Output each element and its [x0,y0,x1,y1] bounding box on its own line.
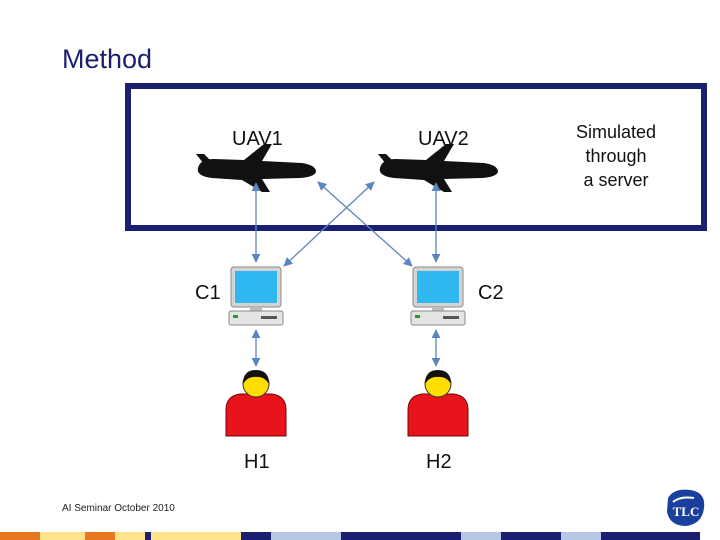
server-frame [125,83,707,231]
uav2-c1-link [283,181,375,267]
h2-person-icon [407,369,469,437]
server-note-line1: Simulated [575,122,657,142]
footer-text: AI Seminar October 2010 [62,503,175,514]
svg-text:TLC: TLC [673,504,700,519]
uav2-label: UAV2 [418,128,469,150]
h2-label: H2 [426,451,452,473]
server-note-line2: through [585,146,647,166]
uav1-label: UAV1 [232,128,283,150]
h1-person-icon [225,369,287,437]
c1-label: C1 [195,282,221,304]
c2-computer-icon [410,266,466,326]
c2-label: C2 [478,282,504,304]
slide-title: Method [62,44,153,74]
tlc-logo-icon: TLC [667,489,705,526]
h1-label: H1 [244,451,270,473]
server-note: Simulated through a server [556,120,676,192]
server-note-line3: a server [583,170,649,190]
bottom-color-bar [0,532,720,540]
c1-computer-icon [228,266,284,326]
